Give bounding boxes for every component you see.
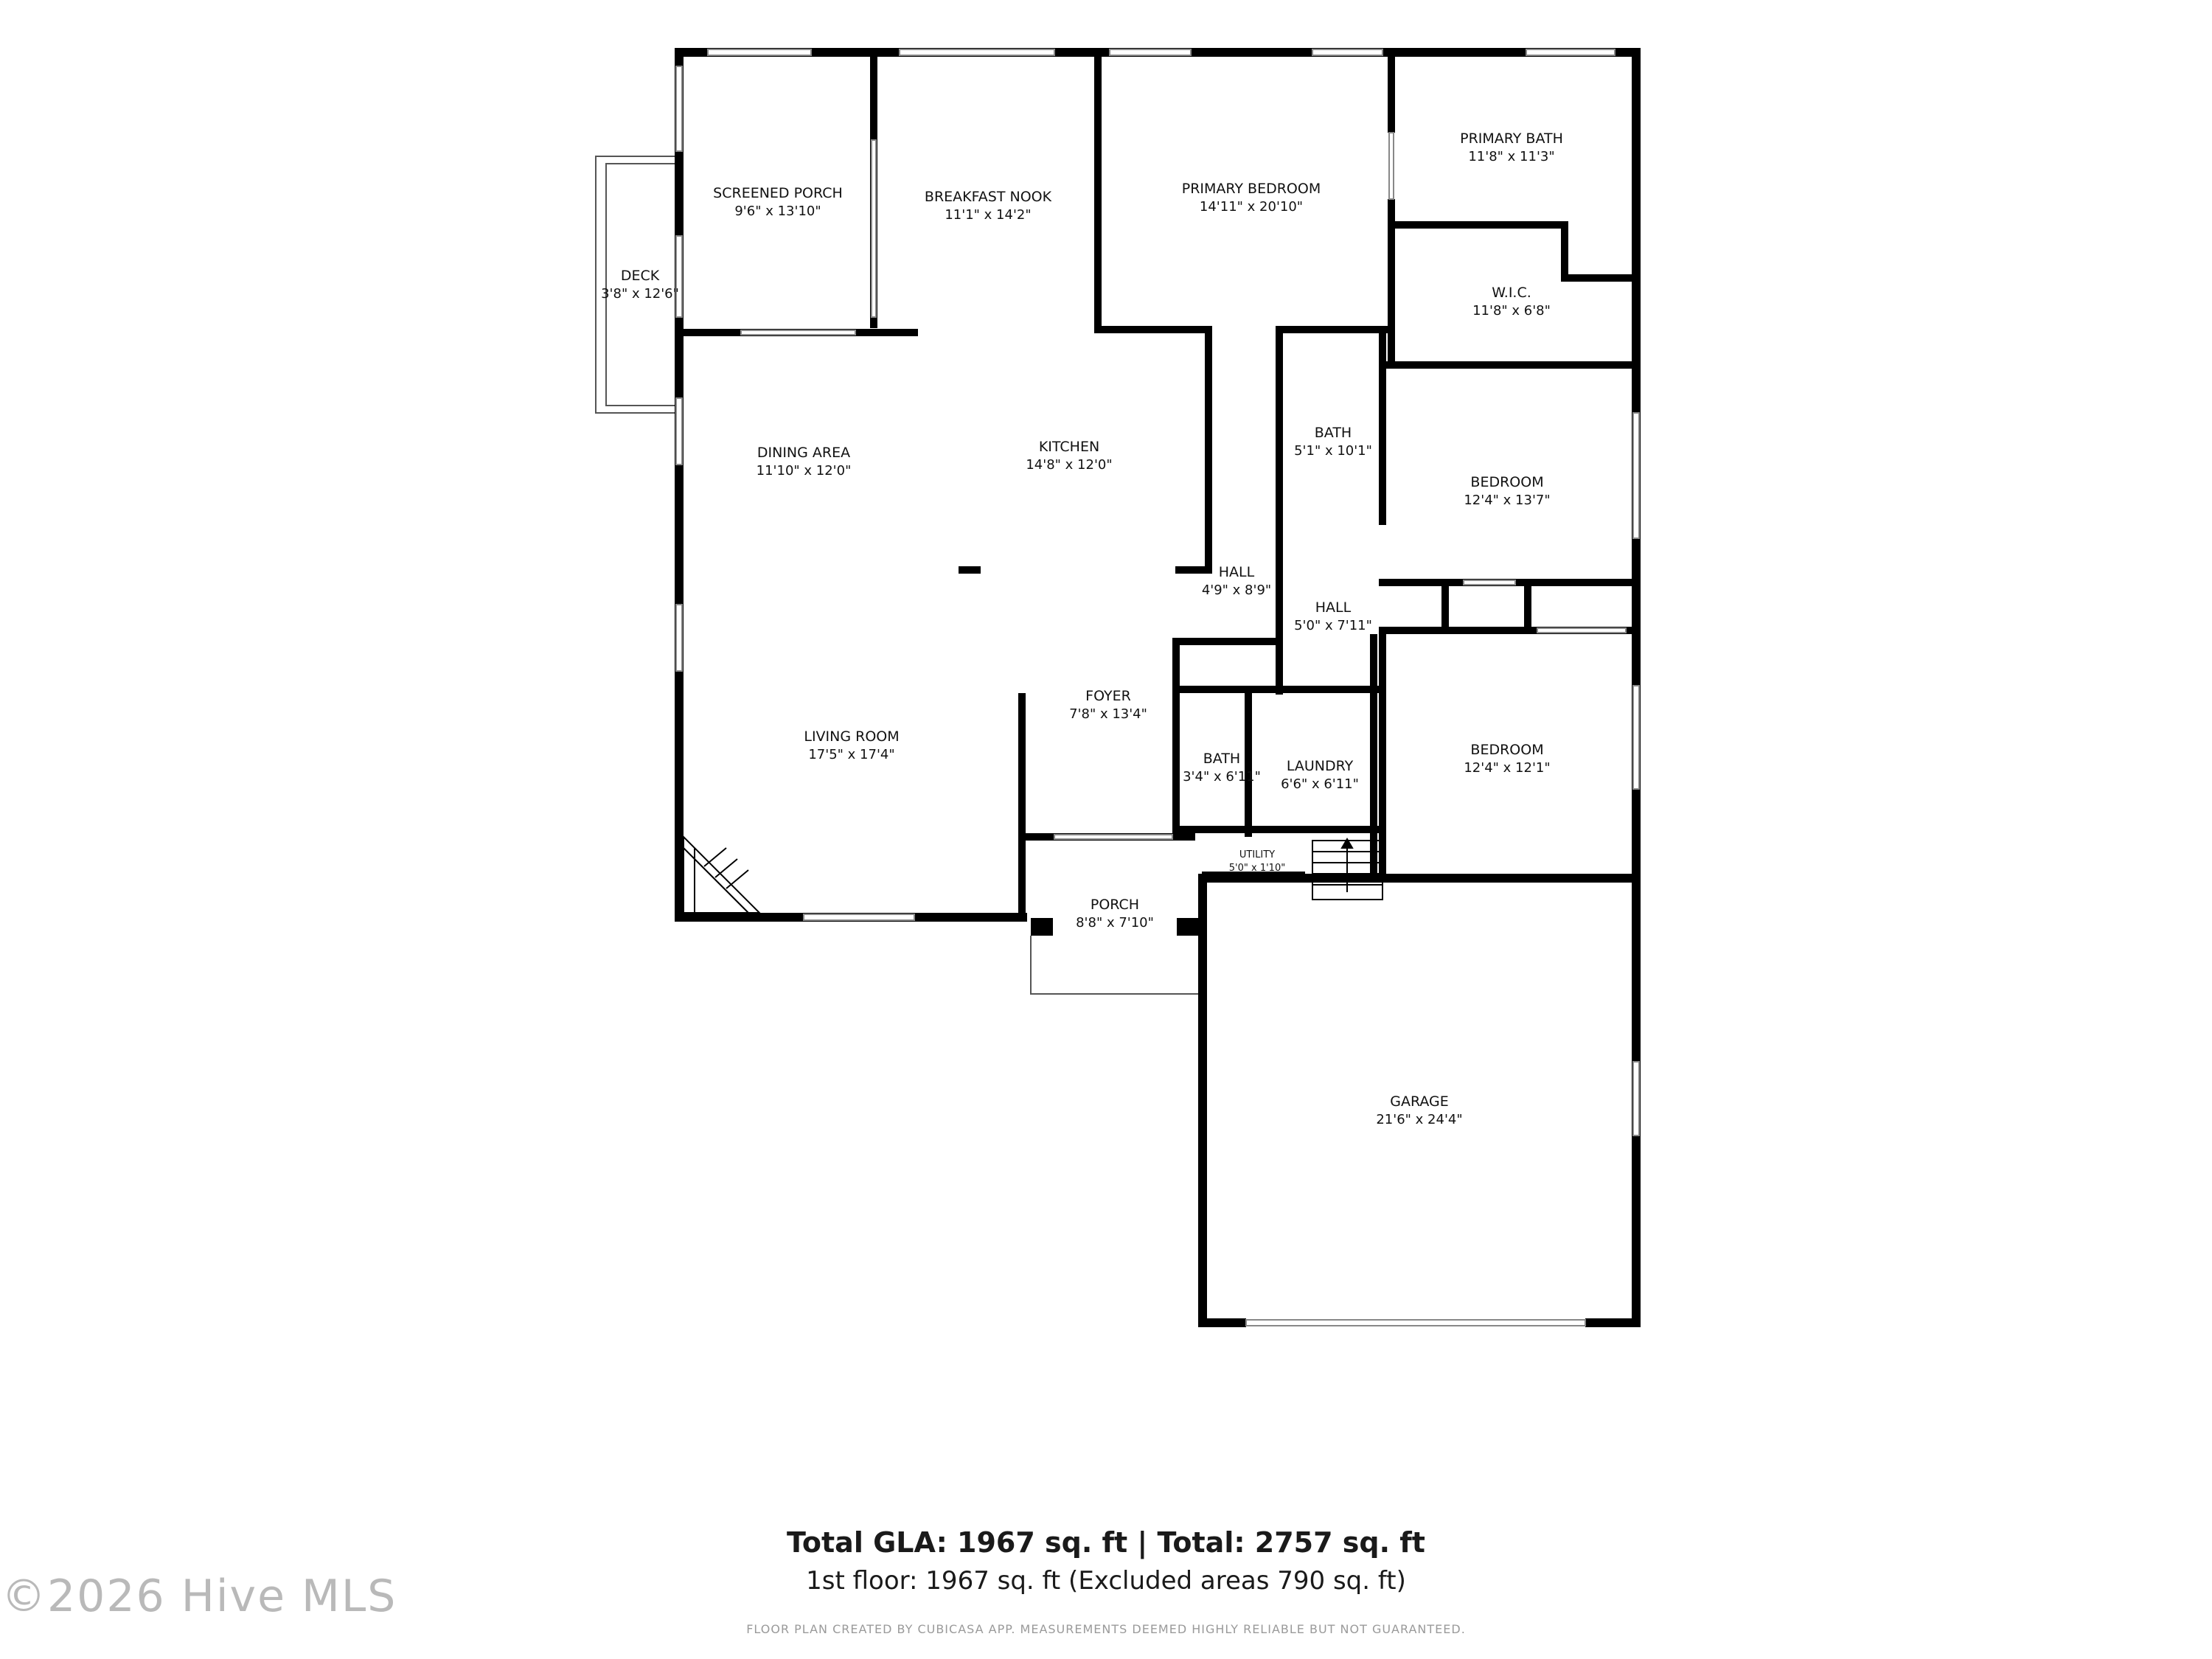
room-dim-bedroom-1: 12'4" x 13'7" [1464, 493, 1550, 508]
room-dim-dining-area: 11'10" x 12'0" [757, 463, 852, 479]
room-name-dining-area: DINING AREA [757, 445, 850, 461]
disclaimer-text: FLOOR PLAN CREATED BY CUBICASA APP. MEAS… [746, 1622, 1466, 1636]
room-name-hall-1: HALL [1219, 564, 1255, 580]
fireplace [683, 835, 762, 914]
room-name-hall-2: HALL [1315, 599, 1352, 616]
room-name-bath-hall: BATH [1315, 425, 1352, 441]
room-dim-bath-small: 3'4" x 6'11" [1183, 769, 1261, 785]
room-name-wic: W.I.C. [1492, 285, 1531, 301]
room-name-utility: UTILITY [1239, 849, 1275, 860]
room-dim-bedroom-2: 12'4" x 12'1" [1464, 760, 1550, 776]
room-dim-primary-bedroom: 14'11" x 20'10" [1200, 199, 1303, 215]
room-dim-hall-2: 5'0" x 7'11" [1294, 618, 1372, 633]
room-dim-porch: 8'8" x 7'10" [1076, 915, 1154, 931]
room-name-bedroom-1: BEDROOM [1470, 474, 1543, 490]
total-area-summary: Total GLA: 1967 sq. ft | Total: 2757 sq.… [787, 1526, 1425, 1559]
room-dim-utility: 5'0" x 1'10" [1229, 863, 1285, 874]
floor-area-summary: 1st floor: 1967 sq. ft (Excluded areas 7… [806, 1566, 1406, 1596]
room-name-bedroom-2: BEDROOM [1470, 742, 1543, 758]
room-name-kitchen: KITCHEN [1039, 439, 1099, 455]
room-labels: SCREENED PORCH 9'6" x 13'10" BREAKFAST N… [601, 131, 1563, 1127]
room-dim-laundry: 6'6" x 6'11" [1281, 776, 1359, 792]
room-name-bath-small: BATH [1203, 751, 1240, 767]
watermark: ©2026 Hive MLS [1, 1571, 397, 1622]
porch-outline [1030, 936, 1198, 995]
room-dim-screened-porch: 9'6" x 13'10" [734, 204, 821, 219]
room-dim-foyer: 7'8" x 13'4" [1069, 706, 1147, 722]
room-name-garage: GARAGE [1390, 1093, 1449, 1110]
room-name-laundry: LAUNDRY [1287, 758, 1354, 774]
room-dim-wic: 11'8" x 6'8" [1472, 303, 1551, 319]
room-dim-breakfast-nook: 11'1" x 14'2" [945, 207, 1031, 223]
room-name-primary-bath: PRIMARY BATH [1460, 131, 1563, 147]
room-name-deck: DECK [621, 268, 660, 284]
room-name-breakfast-nook: BREAKFAST NOOK [925, 189, 1052, 205]
windows [675, 49, 1640, 1326]
room-dim-kitchen: 14'8" x 12'0" [1026, 457, 1112, 473]
walls [675, 48, 1641, 1327]
room-name-living-room: LIVING ROOM [804, 728, 899, 745]
room-dim-primary-bath: 11'8" x 11'3" [1468, 149, 1554, 164]
room-dim-garage: 21'6" x 24'4" [1376, 1112, 1462, 1127]
room-dim-deck: 3'8" x 12'6" [601, 286, 679, 302]
room-name-primary-bedroom: PRIMARY BEDROOM [1182, 181, 1321, 197]
room-dim-bath-hall: 5'1" x 10'1" [1294, 443, 1372, 459]
room-name-screened-porch: SCREENED PORCH [713, 185, 843, 201]
room-name-porch: PORCH [1091, 897, 1139, 913]
deck-outline [595, 156, 675, 414]
room-name-foyer: FOYER [1085, 688, 1131, 704]
room-dim-living-room: 17'5" x 17'4" [808, 747, 894, 762]
room-dim-hall-1: 4'9" x 8'9" [1202, 582, 1271, 598]
stairs [1312, 838, 1383, 900]
